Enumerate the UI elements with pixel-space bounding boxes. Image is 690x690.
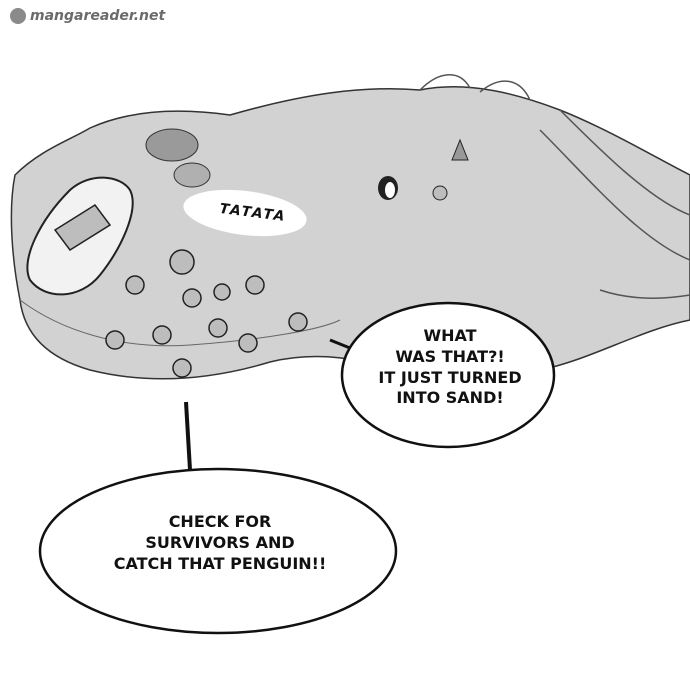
speech-bubble-bottom (38, 401, 398, 635)
penguin (378, 176, 398, 200)
speech-bubble-right (329, 301, 556, 449)
bubble-line: WAS THAT?! (395, 346, 505, 366)
sfx-burst (183, 189, 307, 237)
bubble-line: INTO SAND! (396, 388, 504, 408)
bubble-right-text: WHAT WAS THAT?! IT JUST TURNED INTO SAND… (365, 326, 535, 409)
bubble-line: CATCH THAT PENGUIN!! (113, 553, 327, 573)
small-figure (432, 185, 448, 201)
bubble-line: SURVIVORS AND (145, 532, 295, 552)
crashed-car (26, 176, 134, 296)
bubble-line: CHECK FOR (168, 512, 272, 531)
small-figure (451, 138, 469, 161)
soldier-group (105, 249, 308, 378)
rock (173, 162, 211, 188)
watermark: mangareader.net (10, 8, 165, 24)
rock (145, 128, 199, 162)
bubble-bottom-text: CHECK FOR SURVIVORS AND CATCH THAT PENGU… (85, 512, 355, 574)
watermark-text: mangareader.net (30, 8, 166, 24)
bubble-line: WHAT (423, 326, 477, 345)
site-logo-icon (10, 8, 26, 24)
bubble-line: IT JUST TURNED (378, 367, 522, 387)
